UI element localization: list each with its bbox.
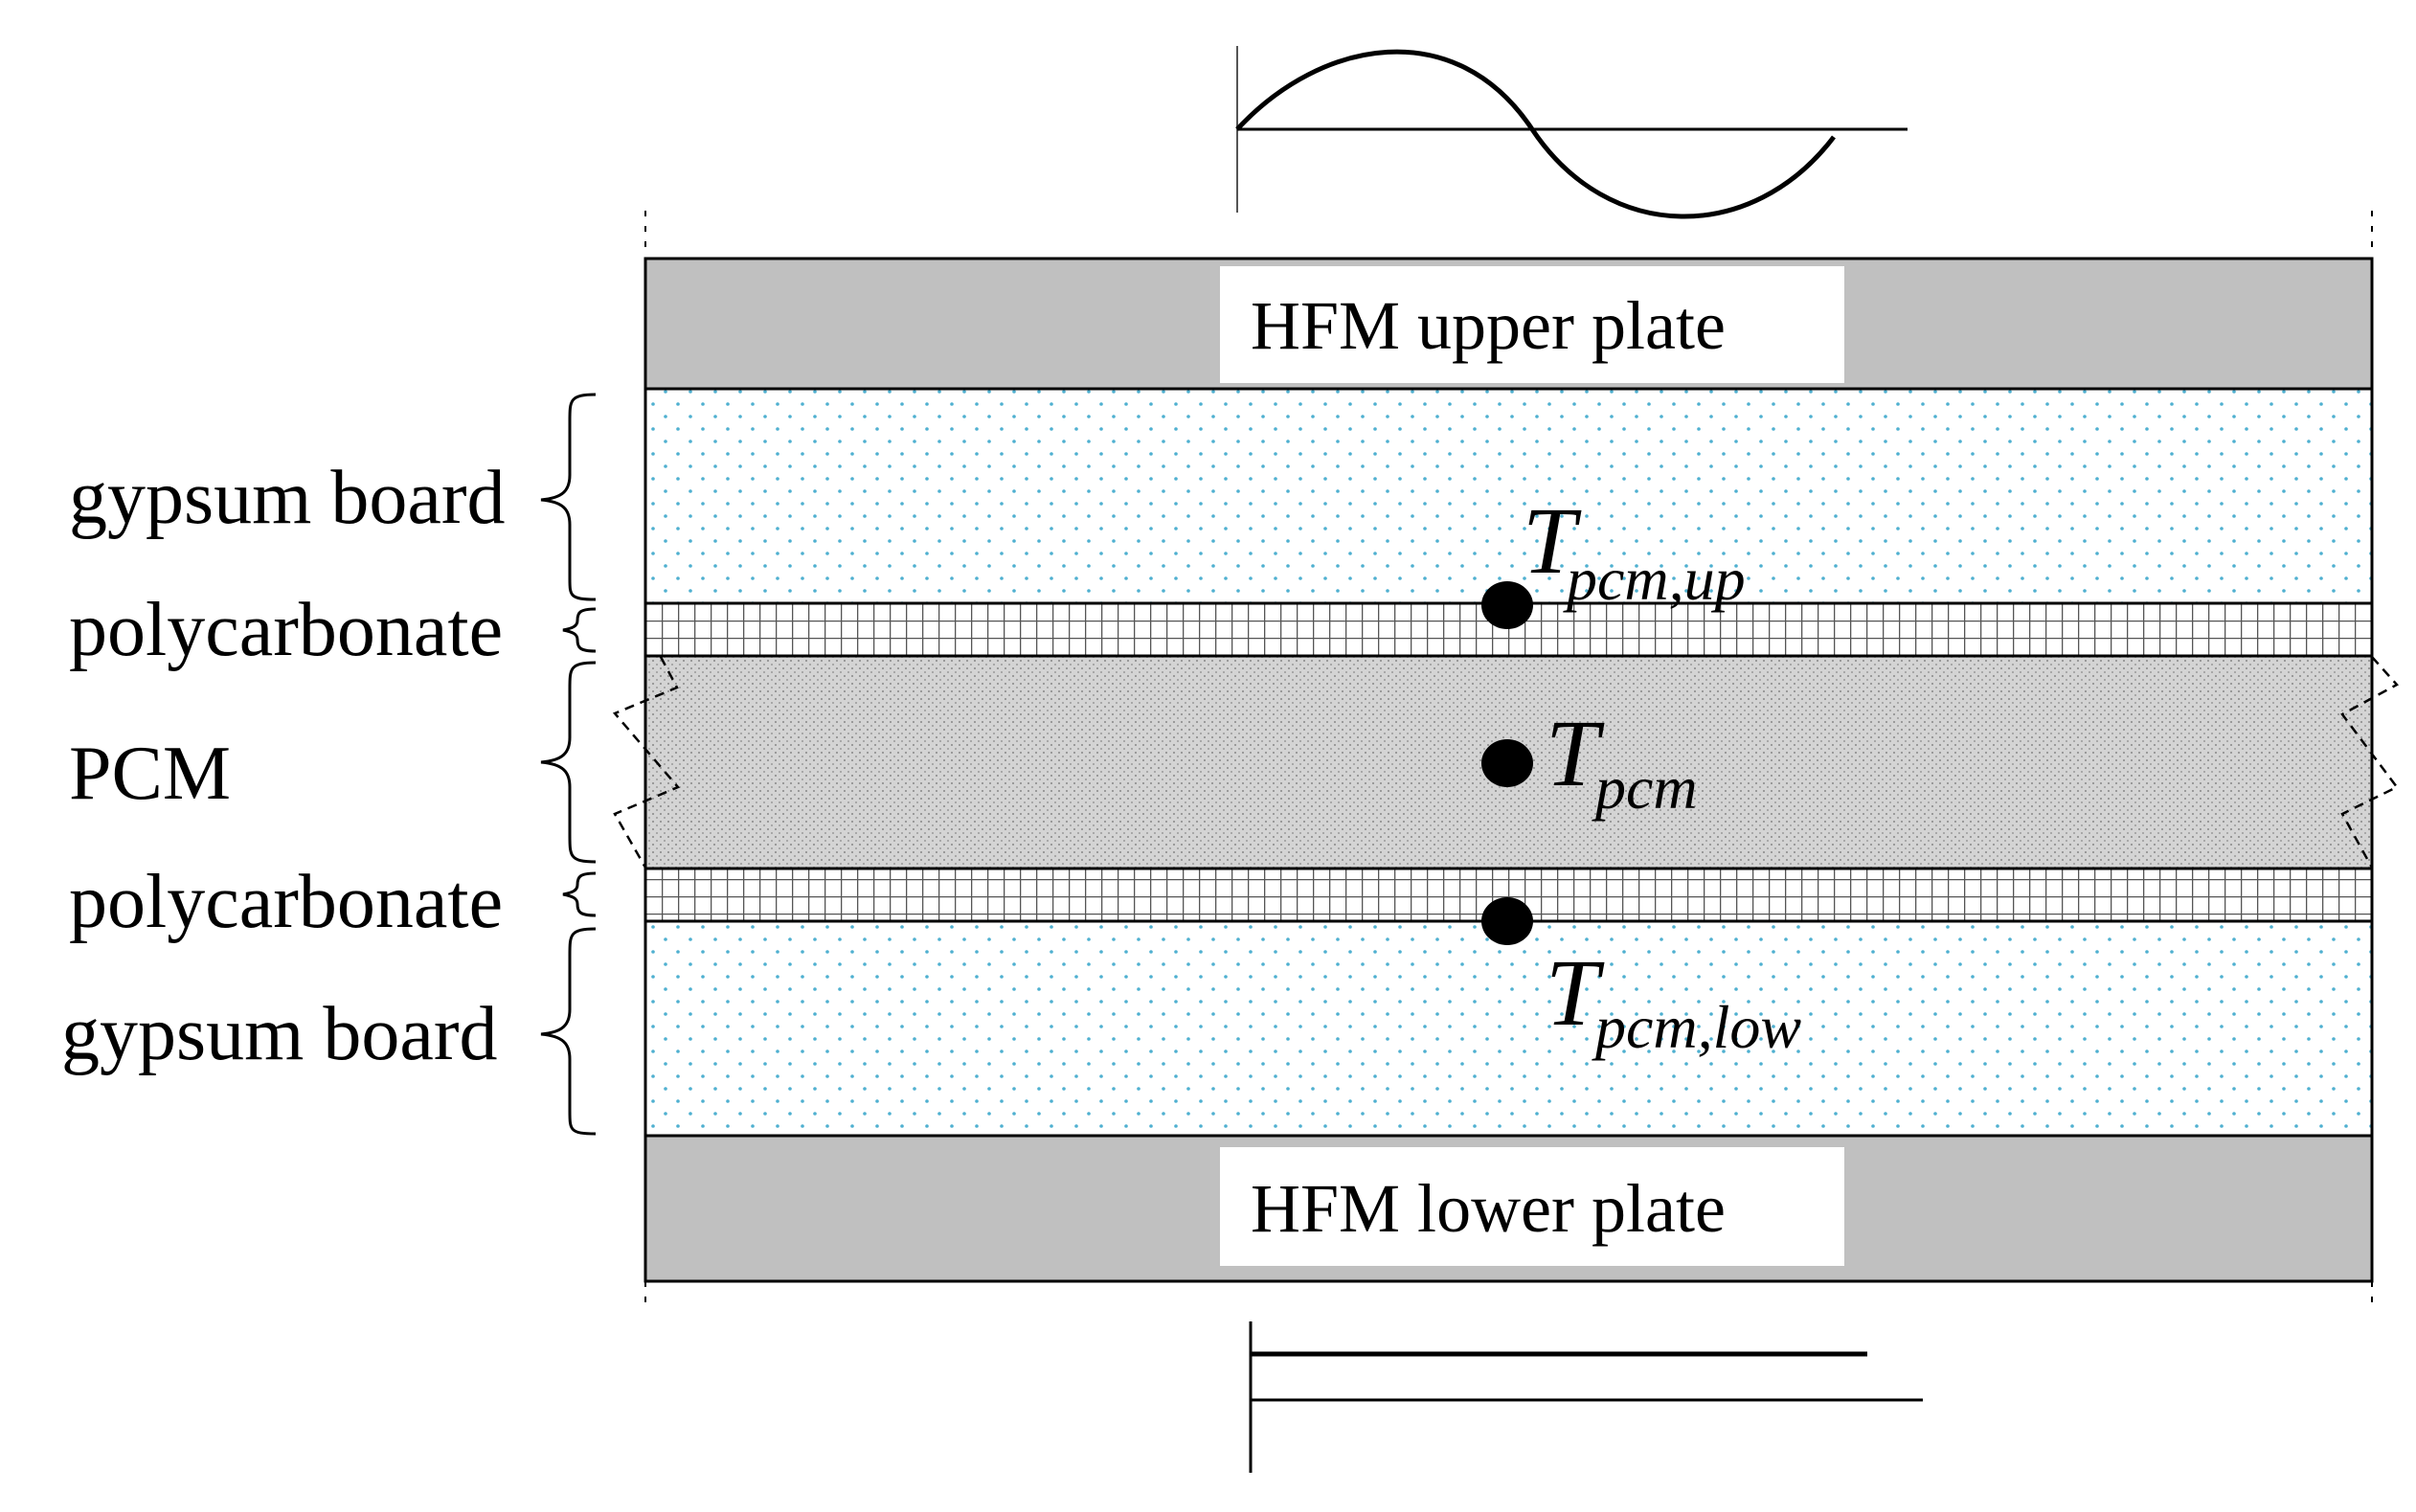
layer-label-pcm: PCM — [69, 732, 231, 816]
sensor-upper-dot — [1481, 581, 1533, 629]
sine-wave-icon — [1235, 46, 1908, 219]
pcm-break-marks — [612, 656, 2399, 869]
layer-braces — [540, 393, 597, 1136]
sensor-lower-subscript: pcm,low — [1592, 993, 1801, 1061]
hfm-lower-plate: HFM lower plate — [644, 1134, 2374, 1283]
sensor-middle: T pcm — [1481, 700, 1698, 822]
extension-marks — [644, 211, 2373, 1302]
gypsum-board-top-layer — [644, 387, 2374, 605]
sensor-lower-symbol: T — [1546, 939, 1605, 1046]
upper-plate-label: HFM upper plate — [1251, 287, 1726, 364]
sensor-lower-dot — [1481, 897, 1533, 945]
sensor-upper-subscript: pcm,up — [1563, 545, 1746, 613]
layer-label-polycarbonate-bottom: polycarbonate — [69, 860, 503, 944]
hfm-upper-plate: HFM upper plate — [644, 257, 2374, 391]
sensor-middle-symbol: T — [1546, 700, 1605, 806]
constant-line-icon — [1249, 1321, 1923, 1473]
layer-label-gypsum-bottom: gypsum board — [61, 992, 498, 1076]
sensor-upper: T pcm,up — [1481, 487, 1746, 629]
layer-label-gypsum-top: gypsum board — [69, 456, 506, 540]
sensor-middle-dot — [1481, 739, 1533, 787]
sensor-middle-subscript: pcm — [1592, 754, 1698, 822]
layer-label-polycarbonate-top: polycarbonate — [69, 588, 503, 672]
lower-plate-label: HFM lower plate — [1251, 1170, 1726, 1247]
sensor-upper-symbol: T — [1523, 487, 1582, 594]
sensor-lower: T pcm,low — [1481, 897, 1801, 1061]
gypsum-board-bottom-layer — [644, 919, 2374, 1138]
